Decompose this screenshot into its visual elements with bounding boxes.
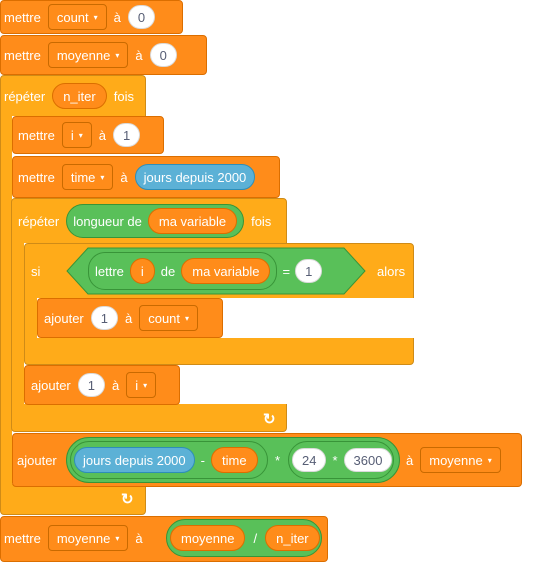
time-reporter[interactable]: time bbox=[210, 447, 258, 473]
chevron-down-icon: ▾ bbox=[115, 533, 120, 543]
count-variable-dropdown[interactable]: count▾ bbox=[47, 4, 107, 30]
hours-value-input[interactable]: 24 bbox=[292, 448, 327, 472]
chevron-down-icon: ▾ bbox=[93, 12, 98, 22]
n-iter-reporter[interactable]: n_iter bbox=[265, 525, 320, 551]
n-iter-reporter[interactable]: n_iter bbox=[52, 83, 107, 109]
repeat-arrow-icon: ↻ bbox=[121, 491, 134, 508]
moyenne-variable-dropdown[interactable]: moyenne▾ bbox=[420, 447, 501, 473]
i-variable-dropdown[interactable]: i▾ bbox=[61, 122, 92, 148]
moyenne-variable-dropdown[interactable]: moyenne▾ bbox=[47, 525, 129, 551]
seconds-value-input[interactable]: 3600 bbox=[343, 448, 393, 472]
set-moyenne-label: mettre bbox=[4, 47, 41, 63]
ma-variable-reporter[interactable]: ma variable bbox=[147, 208, 238, 234]
chevron-down-icon: ▾ bbox=[143, 380, 148, 390]
i-reporter[interactable]: i bbox=[129, 258, 155, 284]
i-value-input[interactable]: 1 bbox=[112, 123, 141, 147]
repeat-inner-label: répéter bbox=[18, 213, 60, 229]
days-since-2000-reporter[interactable]: jours depuis 2000 bbox=[134, 164, 256, 190]
then-label: alors bbox=[377, 263, 406, 279]
add-i-value-input[interactable]: 1 bbox=[77, 373, 105, 397]
chevron-down-icon: ▾ bbox=[115, 50, 120, 60]
if-label: si bbox=[31, 263, 41, 279]
ma-variable-reporter[interactable]: ma variable bbox=[181, 258, 271, 284]
time-variable-dropdown[interactable]: time▾ bbox=[61, 164, 114, 190]
repeat-outer-label: répéter bbox=[4, 88, 46, 104]
count-variable-dropdown[interactable]: count▾ bbox=[139, 305, 199, 331]
equals-value-input[interactable]: 1 bbox=[295, 259, 323, 283]
moyenne-value-input[interactable]: 0 bbox=[149, 43, 177, 67]
chevron-down-icon: ▾ bbox=[78, 130, 83, 140]
length-of-operator[interactable]: longueur de ma variable bbox=[66, 204, 245, 238]
moyenne-variable-dropdown[interactable]: moyenne▾ bbox=[47, 42, 129, 68]
set-count-label: mettre bbox=[4, 9, 41, 25]
days-since-2000-reporter[interactable]: jours depuis 2000 bbox=[74, 447, 195, 473]
moyenne-reporter[interactable]: moyenne bbox=[170, 525, 246, 551]
count-value-input[interactable]: 0 bbox=[127, 5, 156, 29]
chevron-down-icon: ▾ bbox=[487, 455, 492, 465]
letter-of-operator[interactable]: lettre i de ma variable bbox=[88, 252, 278, 290]
chevron-down-icon: ▾ bbox=[100, 172, 105, 182]
chevron-down-icon: ▾ bbox=[185, 313, 190, 323]
i-variable-dropdown[interactable]: i▾ bbox=[126, 372, 157, 398]
repeat-arrow-icon: ↻ bbox=[263, 411, 276, 428]
add-count-value-input[interactable]: 1 bbox=[90, 306, 118, 330]
